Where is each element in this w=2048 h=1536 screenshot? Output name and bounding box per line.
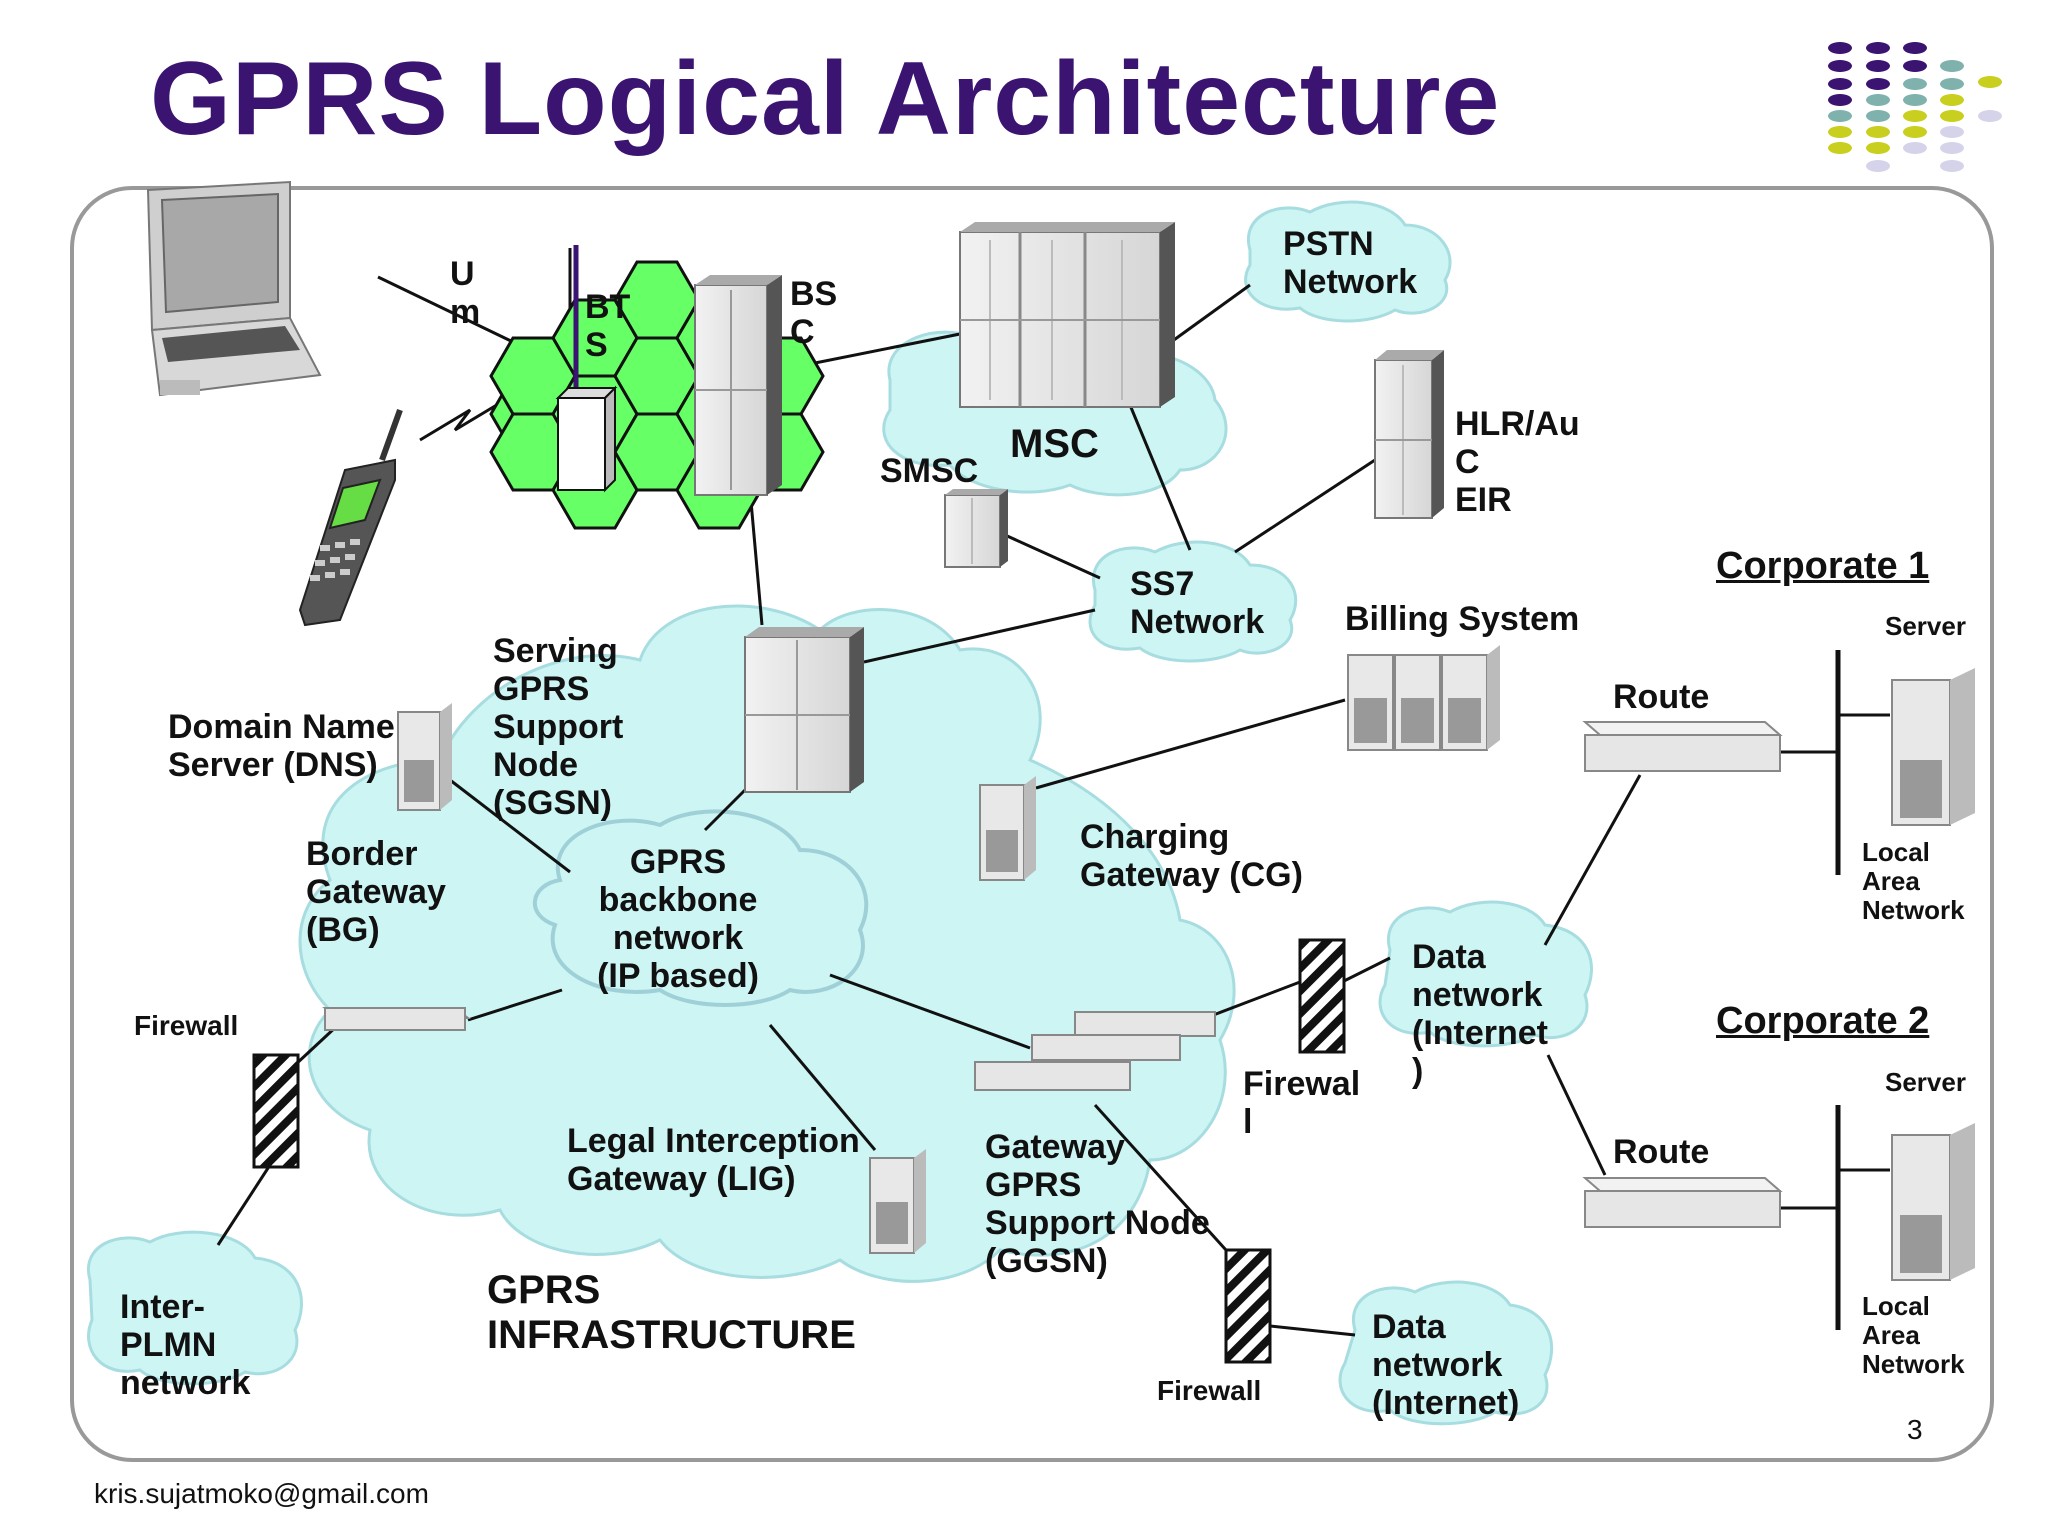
ggsn-label: Gateway GPRS Support Node (GGSN) (985, 1128, 1210, 1281)
sgsn-label: Serving GPRS Support Node (SGSN) (493, 632, 624, 823)
hlr-auc-eir-label: HLR/Au C EIR (1455, 405, 1580, 520)
page-number: 3 (1907, 1414, 1923, 1445)
msc-label: MSC (1010, 422, 1099, 466)
hlr-rack (1374, 350, 1444, 519)
corporate-2-server (1891, 1123, 1975, 1281)
data-network-cloud-2 (1338, 1280, 1554, 1426)
billing-servers (1347, 645, 1500, 751)
charging-gateway-label: Charging Gateway (CG) (1080, 818, 1303, 895)
bts-label: BT S (585, 288, 631, 365)
firewall-bottom-icon (1224, 1248, 1272, 1364)
lan-2-label: Local Area Network (1862, 1291, 1965, 1380)
laptop-icon (146, 180, 322, 397)
corporate-1-router (1582, 721, 1783, 772)
footer-email: kris.sujatmoko@gmail.com (94, 1478, 429, 1509)
msc-racks (959, 222, 1175, 408)
firewall-mid-icon (1298, 938, 1346, 1054)
firewall-mid-label: Firewal l (1243, 1065, 1361, 1142)
data-network-cloud-1 (1378, 900, 1593, 1048)
backbone-cloud (533, 809, 869, 1007)
dns-label: Domain Name Server (DNS) (168, 708, 395, 785)
pstn-cloud (1244, 200, 1452, 323)
ggsn-routers (974, 1011, 1216, 1091)
firewall-left-icon (252, 1053, 300, 1169)
backbone-label: GPRS backbone network (IP based) (597, 843, 759, 996)
sgsn-rack (744, 627, 864, 793)
bts-equipment (555, 385, 618, 493)
dns-server (397, 703, 452, 811)
charging-gateway-server (979, 776, 1036, 881)
page-title: GPRS Logical Architecture (150, 41, 1501, 157)
data-network-1-label: Data network (Internet ) (1412, 938, 1548, 1091)
firewall-bottom-label: Firewall (1157, 1375, 1262, 1406)
firewall-left-label: Firewall (134, 1010, 239, 1041)
bsc-rack (694, 275, 782, 496)
gprs-infrastructure-label: GPRS INFRASTRUCTURE (487, 1268, 856, 1357)
route-2-label: Route (1613, 1133, 1710, 1171)
data-network-2-label: Data network (Internet) (1372, 1308, 1520, 1423)
smsc-rack (944, 489, 1008, 568)
corporate-2-label: Corporate 2 (1716, 1000, 1930, 1042)
route-1-label: Route (1613, 678, 1710, 716)
ss7-cloud (1088, 540, 1298, 663)
decorative-dots (1828, 42, 2002, 172)
lan-1-label: Local Area Network (1862, 837, 1965, 926)
mobile-phone-icon (298, 408, 403, 627)
bsc-label: BS C (790, 275, 838, 352)
inter-plmn-cloud (86, 1230, 303, 1386)
server-2-label: Server (1885, 1067, 1966, 1097)
corporate-1-label: Corporate 1 (1716, 545, 1930, 587)
pstn-label: PSTN Network (1283, 225, 1418, 302)
border-gateway-router (322, 1007, 471, 1031)
ss7-label: SS7 Network (1130, 565, 1265, 642)
corporate-2-router (1582, 1177, 1783, 1228)
border-gateway-label: Border Gateway (BG) (306, 835, 446, 950)
um-label: U m (450, 255, 481, 332)
smsc-label: SMSC (880, 452, 979, 490)
server-1-label: Server (1885, 611, 1966, 641)
billing-system-label: Billing System (1345, 600, 1580, 638)
lig-label: Legal Interception Gateway (LIG) (567, 1122, 860, 1199)
lig-server (869, 1149, 926, 1254)
diagram-frame (70, 186, 1994, 1462)
inter-plmn-label: Inter- PLMN network (120, 1288, 251, 1403)
corporate-1-server (1891, 668, 1975, 826)
